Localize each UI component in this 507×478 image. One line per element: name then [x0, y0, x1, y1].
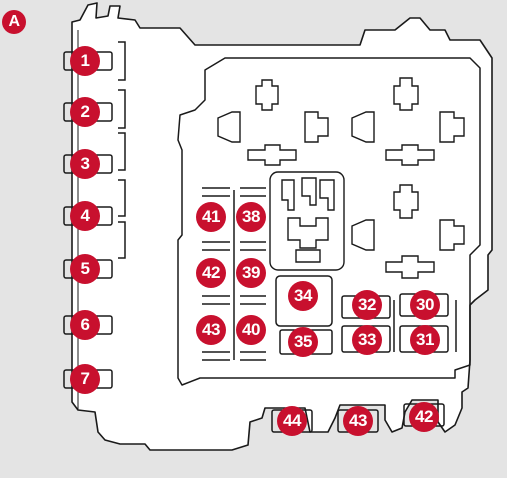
fuse-badge-42: 42	[409, 402, 439, 432]
fuse-badge-3: 3	[70, 149, 100, 179]
fuse-badge-33: 33	[352, 325, 382, 355]
inner-panel-outline	[177, 57, 481, 386]
fuse-badge-32: 32	[352, 290, 382, 320]
fuse-badge-38: 40	[236, 315, 266, 345]
fuse-badge-5: 5	[70, 254, 100, 284]
fuse-badge-40: 42	[196, 258, 226, 288]
fuse-badge-34: 34	[288, 281, 318, 311]
fuse-badge-6: 6	[70, 310, 100, 340]
panel-label-badge: A	[2, 10, 26, 34]
fuse-badge-31: 31	[410, 325, 440, 355]
fuse-badge-30: 30	[410, 290, 440, 320]
fuse-badge-39: 41	[196, 202, 226, 232]
fuse-badge-7: 7	[70, 364, 100, 394]
relay-sockets	[217, 77, 465, 279]
fuse-badge-2: 2	[70, 97, 100, 127]
fuse-badge-36: 38	[236, 202, 266, 232]
fuse-badge-35: 35	[288, 327, 318, 357]
fuse-badge-37: 39	[236, 258, 266, 288]
central-relay-block	[269, 171, 345, 271]
fuse-badge-44: 44	[277, 406, 307, 436]
fuse-box-outline	[71, 2, 493, 451]
fuse-holder-grid	[202, 187, 266, 361]
fuse-badge-1: 1	[70, 46, 100, 76]
fuse-badge-4: 4	[70, 201, 100, 231]
fuse-badge-41: 43	[196, 315, 226, 345]
fuse-badge-43: 43	[343, 406, 373, 436]
